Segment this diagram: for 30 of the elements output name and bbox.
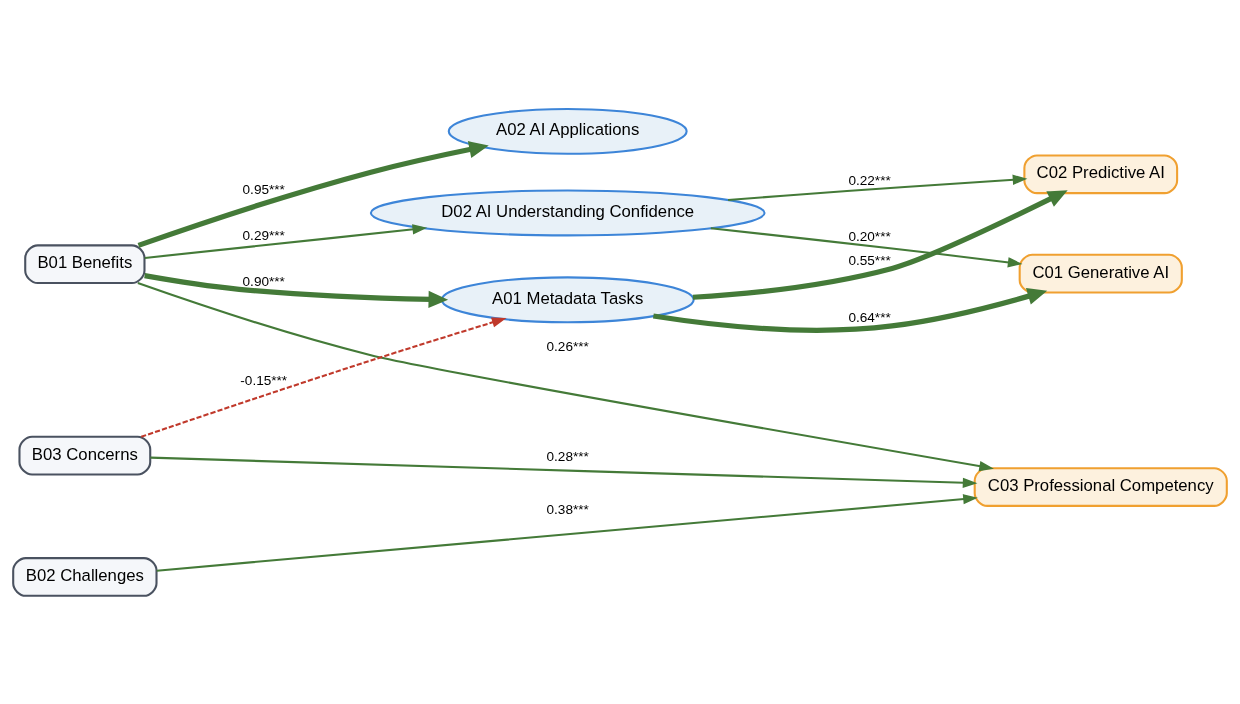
arrow <box>156 493 978 572</box>
node-box: B03 Concerns <box>18 435 152 475</box>
node-box: B02 Challenges <box>12 556 158 597</box>
edge-label: 0.38*** <box>546 501 589 517</box>
edge-label: 0.26*** <box>546 338 589 354</box>
edge-label: 0.28*** <box>546 448 589 464</box>
edge-label: 0.29*** <box>242 227 285 243</box>
arrow <box>144 223 428 259</box>
arrow <box>710 226 1023 267</box>
node-box: C01 Generative AI <box>1018 253 1183 293</box>
edge-label: 0.55*** <box>848 252 891 268</box>
arrow <box>137 140 489 248</box>
arrow <box>137 281 994 471</box>
node-ellipse: A02 AI Applications <box>447 107 688 155</box>
edge-label: -0.15*** <box>240 372 288 388</box>
arrow <box>150 456 978 488</box>
node-box: C02 Predictive AI <box>1023 153 1179 194</box>
arrow <box>144 272 449 308</box>
edge-label: 0.95*** <box>242 181 285 197</box>
edge-label: 0.64*** <box>848 309 891 325</box>
node-ellipse: A01 Metadata Tasks <box>440 275 695 323</box>
edge-label: 0.90*** <box>242 273 285 289</box>
arrow <box>140 316 507 438</box>
arrow <box>728 174 1028 201</box>
edge-label: 0.20*** <box>848 228 891 244</box>
node-box: B01 Benefits <box>24 243 146 284</box>
edge-label: 0.22*** <box>848 172 891 188</box>
arrow <box>692 189 1068 300</box>
arrow <box>652 287 1048 333</box>
node-box: C03 Professional Competency <box>973 466 1228 507</box>
